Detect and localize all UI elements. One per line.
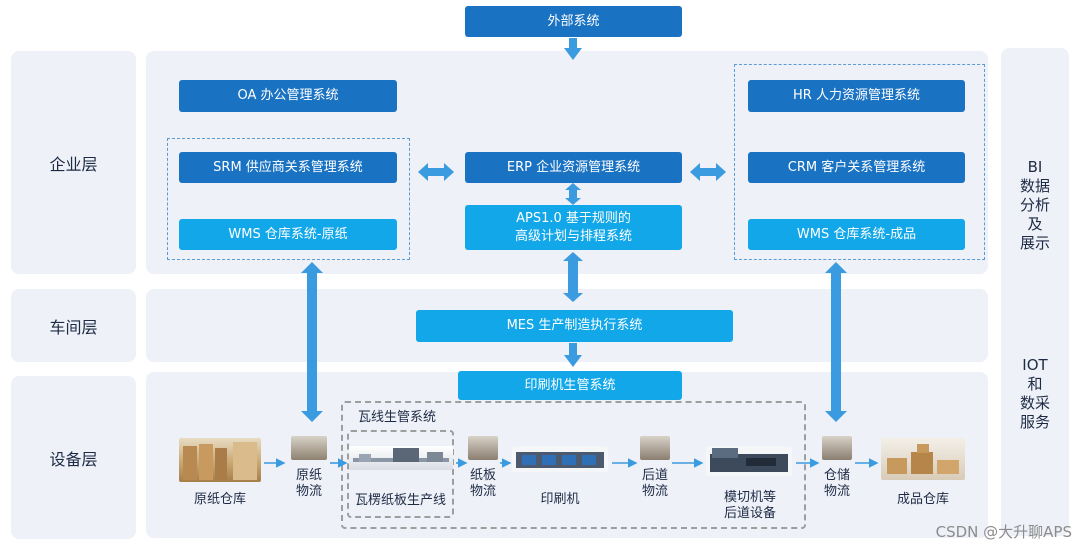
storage-logistics-image (822, 436, 852, 460)
oa-system: OA 办公管理系统 (179, 80, 397, 112)
layer-label-equipment: 设备层 (11, 376, 136, 539)
corrugated-group-title: 瓦线生管系统 (358, 410, 437, 425)
raw-paper-rolls-icon (183, 442, 257, 480)
hr-system: HR 人力资源管理系统 (748, 80, 965, 112)
layer-label-equipment-text: 设备层 (49, 449, 98, 469)
aps-mes-double-arrow (563, 252, 583, 302)
finished-warehouse-image (881, 438, 965, 480)
layer-label-enterprise-text: 企业层 (49, 154, 98, 174)
erp-system: ERP 企业资源管理系统 (465, 152, 682, 183)
print-mgmt-system: 印刷机生管系统 (458, 371, 682, 400)
side-panel (1001, 48, 1069, 536)
finished-warehouse-caption: 成品仓库 (896, 492, 949, 507)
iot-label: IOT 和 数采 服务 (1019, 356, 1050, 431)
wms-finished-logistics-double-arrow (825, 262, 847, 422)
raw-paper-logistics-image (291, 436, 327, 460)
post-logistics-image (640, 436, 670, 460)
external-system: 外部系统 (465, 6, 682, 37)
bi-label: BI 数据 分析 及 展示 (1019, 158, 1050, 252)
corrugator-caption: 瓦楞纸板生产线 (354, 493, 446, 508)
board-logistics-caption: 纸板 物流 (469, 468, 496, 499)
printer-caption: 印刷机 (540, 492, 580, 507)
hr-crm-wms-group (734, 64, 985, 260)
die-cutter-machine-icon (710, 448, 788, 472)
srm-system: SRM 供应商关系管理系统 (179, 152, 397, 183)
printer-machine-icon (516, 452, 604, 468)
erp-crm-double-arrow (690, 163, 726, 181)
storage-logistics-caption: 仓储 物流 (823, 468, 850, 499)
crm-system: CRM 客户关系管理系统 (748, 152, 965, 183)
wms-raw-logistics-double-arrow (301, 262, 323, 422)
corrugator-image (349, 446, 453, 470)
layer-label-workshop: 车间层 (11, 289, 136, 362)
raw-warehouse-caption: 原纸仓库 (193, 492, 246, 507)
aps-system: APS1.0 基于规则的 高级计划与排程系统 (465, 205, 682, 250)
finished-boxes-icon (887, 444, 959, 474)
layer-label-enterprise: 企业层 (11, 51, 136, 274)
wms-finished-system: WMS 仓库系统-成品 (748, 219, 965, 250)
corrugator-line-icon (353, 448, 449, 462)
mes-print-down-arrow (564, 343, 582, 367)
board-logistics-image (468, 436, 498, 460)
layer-label-workshop-text: 车间层 (49, 317, 98, 337)
raw-logistics-caption: 原纸 物流 (295, 468, 322, 499)
mes-system: MES 生产制造执行系统 (416, 310, 733, 342)
srm-wms-group (167, 138, 410, 260)
corrugator-subgroup (347, 430, 454, 518)
die-cutter-image (706, 446, 792, 476)
srm-erp-double-arrow (418, 163, 454, 181)
external-down-arrow (564, 38, 582, 60)
die-cutter-caption: 模切机等 后道设备 (723, 490, 776, 521)
post-logistics-caption: 后道 物流 (641, 468, 668, 499)
wms-raw-system: WMS 仓库系统-原纸 (179, 219, 397, 250)
erp-aps-double-arrow (565, 183, 581, 205)
footer-watermark: CSDN @大升聊APS (935, 523, 1072, 541)
printer-image (512, 446, 608, 472)
raw-paper-warehouse-image (179, 438, 261, 482)
